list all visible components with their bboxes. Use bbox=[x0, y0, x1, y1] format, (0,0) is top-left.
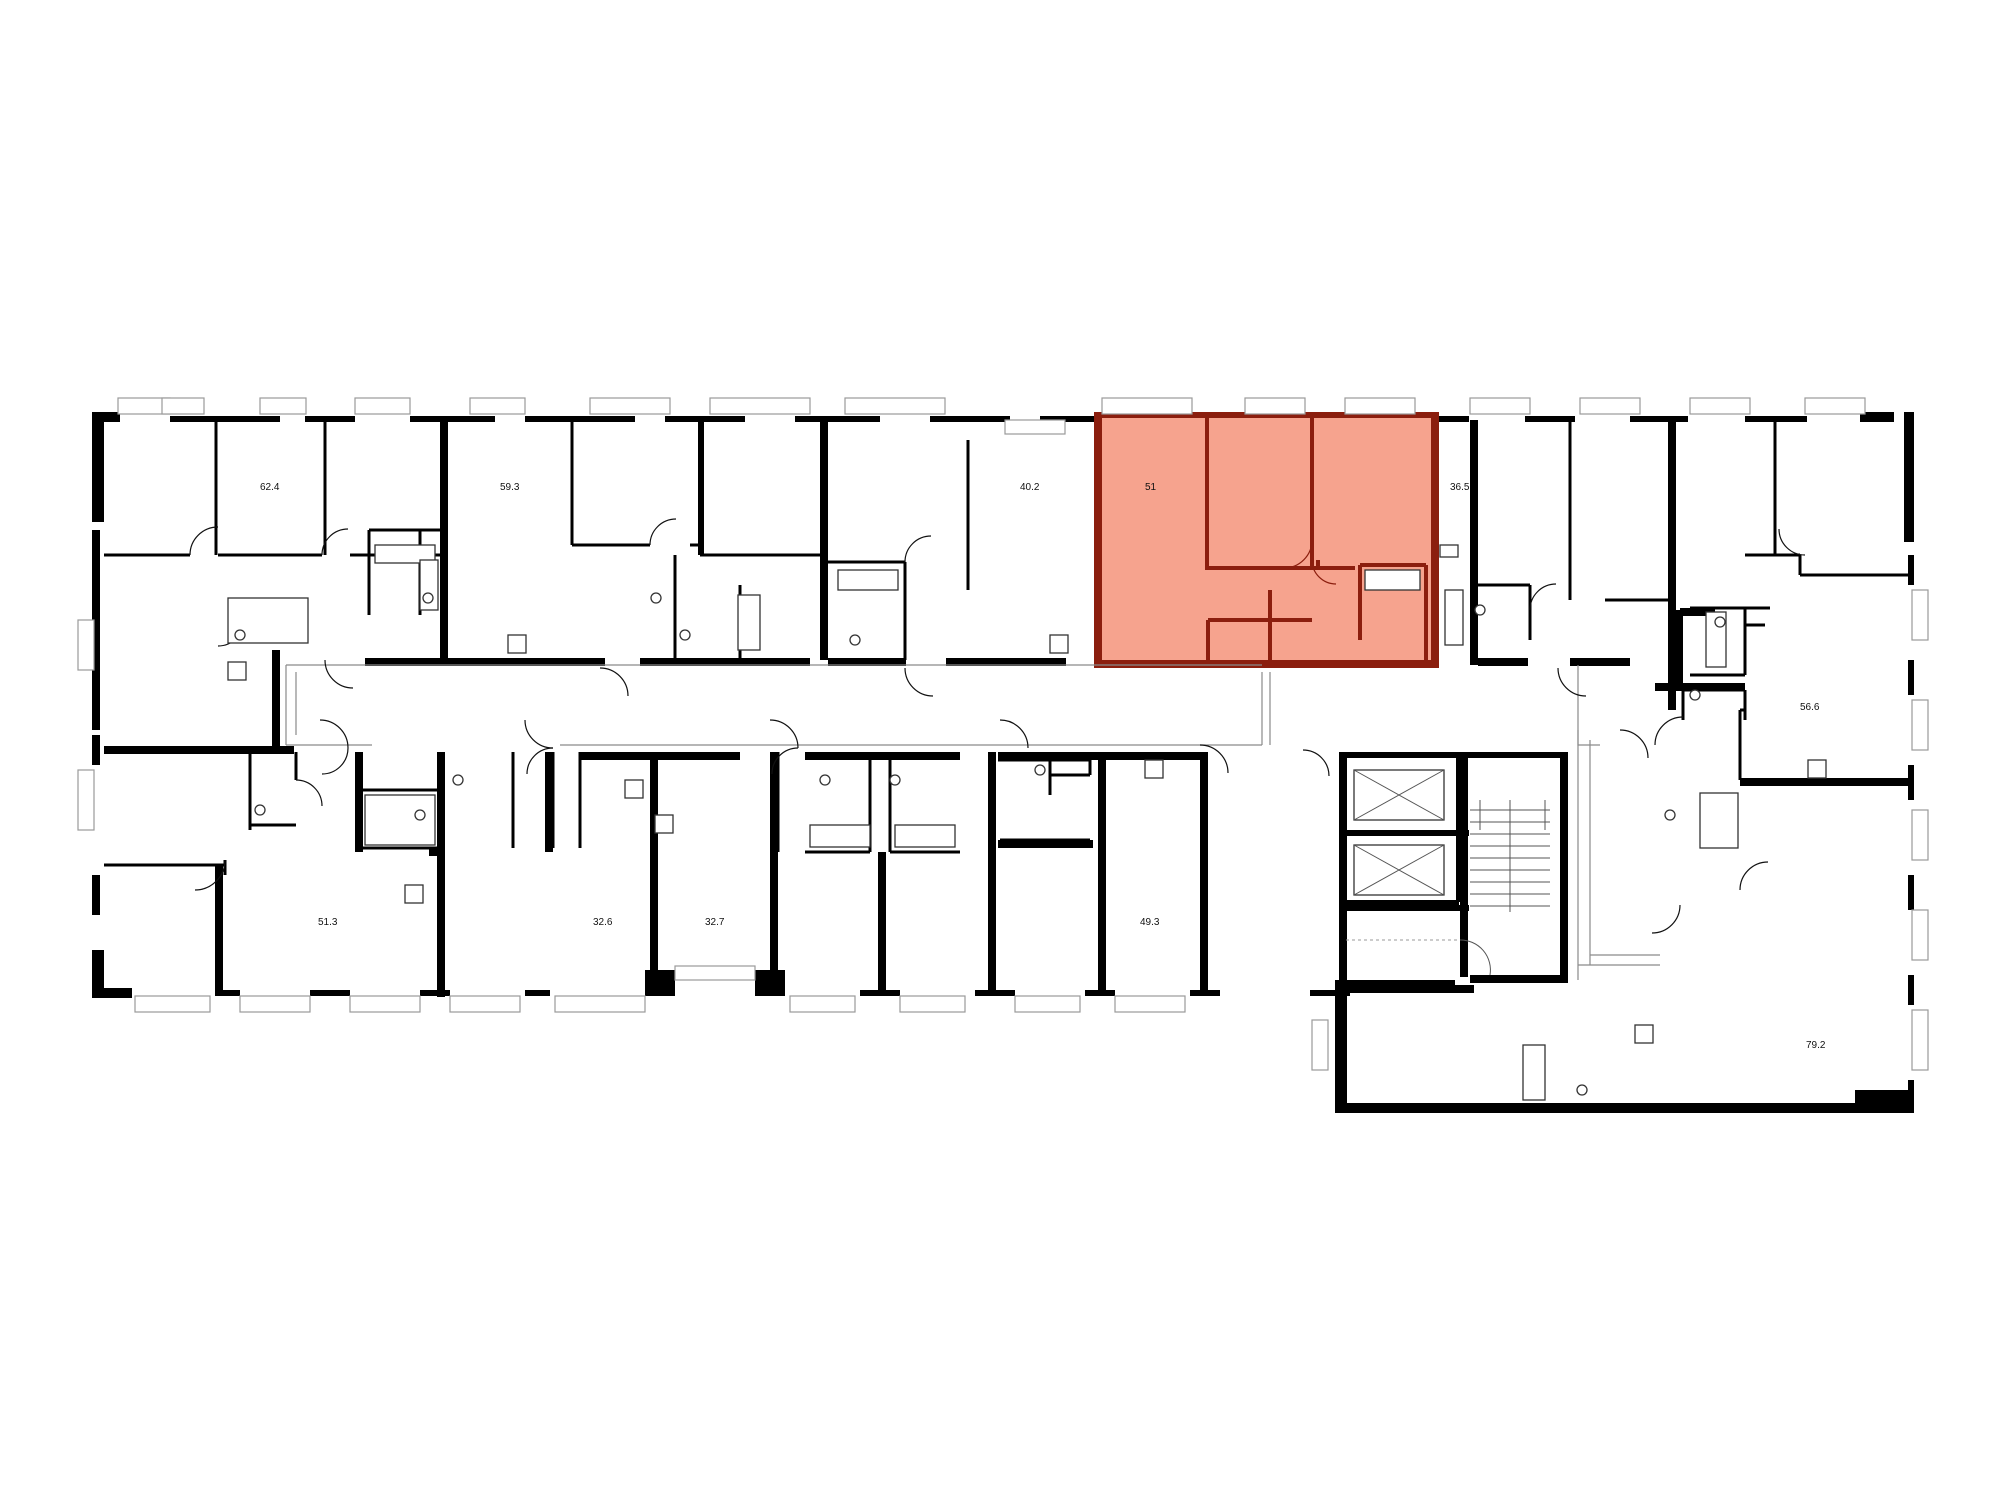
toilet bbox=[234, 629, 246, 641]
area-label-49-3: 49.3 bbox=[1140, 917, 1160, 928]
exterior-walls bbox=[92, 412, 1914, 1113]
stove bbox=[1439, 544, 1459, 558]
toilet bbox=[1474, 604, 1486, 616]
toilet bbox=[1576, 1084, 1588, 1096]
stove bbox=[624, 779, 644, 799]
toilet bbox=[650, 592, 662, 604]
area-label-62-4: 62.4 bbox=[260, 482, 280, 493]
corridor bbox=[285, 664, 1660, 980]
stove bbox=[654, 814, 674, 834]
windows-top bbox=[117, 397, 1866, 435]
area-label-79-2: 79.2 bbox=[1806, 1040, 1826, 1051]
toilet bbox=[679, 629, 691, 641]
windows-bottom bbox=[134, 965, 1186, 1013]
bathtub bbox=[837, 569, 899, 591]
stove bbox=[227, 661, 247, 681]
fixtures bbox=[227, 544, 1827, 1101]
stove bbox=[1634, 1024, 1654, 1044]
toilet bbox=[1689, 689, 1701, 701]
area-label-51-3: 51.3 bbox=[318, 917, 338, 928]
toilet bbox=[452, 774, 464, 786]
toilet bbox=[849, 634, 861, 646]
bathtub bbox=[809, 824, 871, 848]
area-label-40-2: 40.2 bbox=[1020, 482, 1040, 493]
bathtub bbox=[1522, 1044, 1546, 1101]
bathtub bbox=[1444, 589, 1464, 646]
interior-walls-bottom bbox=[104, 650, 1208, 997]
windows-sides bbox=[77, 589, 1929, 1071]
area-label-32-6: 32.6 bbox=[593, 917, 613, 928]
interior-walls bbox=[104, 420, 1914, 786]
bathtub bbox=[374, 544, 436, 564]
toilet bbox=[422, 592, 434, 604]
area-labels: 62.4 59.3 40.2 51 36.5 56.6 51.3 32.6 32… bbox=[260, 482, 1826, 1051]
toilet bbox=[1714, 616, 1726, 628]
toilet bbox=[819, 774, 831, 786]
staircase bbox=[1470, 800, 1550, 912]
bathtub bbox=[894, 824, 956, 848]
stove bbox=[1049, 634, 1069, 654]
elevator-2 bbox=[1353, 844, 1445, 896]
stove bbox=[1807, 759, 1827, 779]
toilet bbox=[1034, 764, 1046, 776]
bathtub bbox=[737, 594, 761, 651]
stove bbox=[404, 884, 424, 904]
toilet bbox=[889, 774, 901, 786]
area-label-56-6: 56.6 bbox=[1800, 702, 1820, 713]
toilet bbox=[254, 804, 266, 816]
toilet bbox=[414, 809, 426, 821]
doors bbox=[189, 518, 1806, 934]
stair-elevator-core bbox=[1339, 752, 1568, 993]
bathtub bbox=[364, 794, 436, 846]
area-label-32-7: 32.7 bbox=[705, 917, 725, 928]
toilet bbox=[1664, 809, 1676, 821]
stove bbox=[1144, 759, 1164, 779]
elevator-1 bbox=[1353, 769, 1445, 821]
area-label-59-3: 59.3 bbox=[500, 482, 520, 493]
area-label-36-5: 36.5 bbox=[1450, 482, 1470, 493]
area-label-51[interactable]: 51 bbox=[1145, 482, 1157, 493]
apartment-51-highlight[interactable] bbox=[1094, 412, 1439, 668]
bathtub bbox=[1699, 792, 1739, 849]
bathtub bbox=[1364, 569, 1421, 591]
stove bbox=[507, 634, 527, 654]
